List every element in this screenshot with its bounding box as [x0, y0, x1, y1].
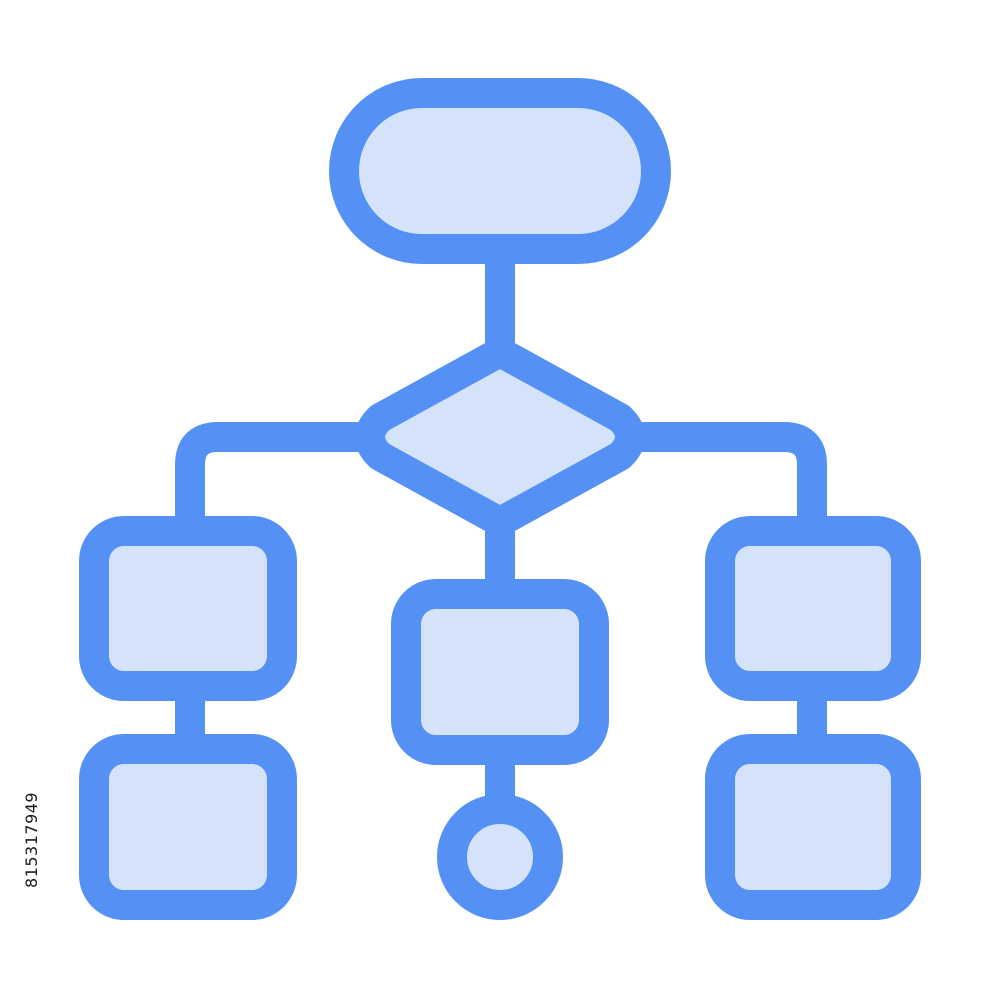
process-node-right-top	[705, 516, 921, 701]
flowchart-nodes	[79, 78, 921, 920]
decision-node	[355, 337, 645, 537]
process-node-left-top	[79, 516, 297, 701]
stock-image-id: 815317949	[22, 791, 41, 888]
connector-decision-to-right-branch	[613, 422, 827, 545]
terminal-node	[329, 78, 671, 264]
process-node-left-bottom	[79, 734, 297, 920]
process-node-center	[391, 579, 609, 765]
process-node-right-bottom	[705, 734, 921, 920]
connector-decision-to-left-branch	[175, 422, 387, 545]
end-node-circle	[437, 794, 563, 920]
